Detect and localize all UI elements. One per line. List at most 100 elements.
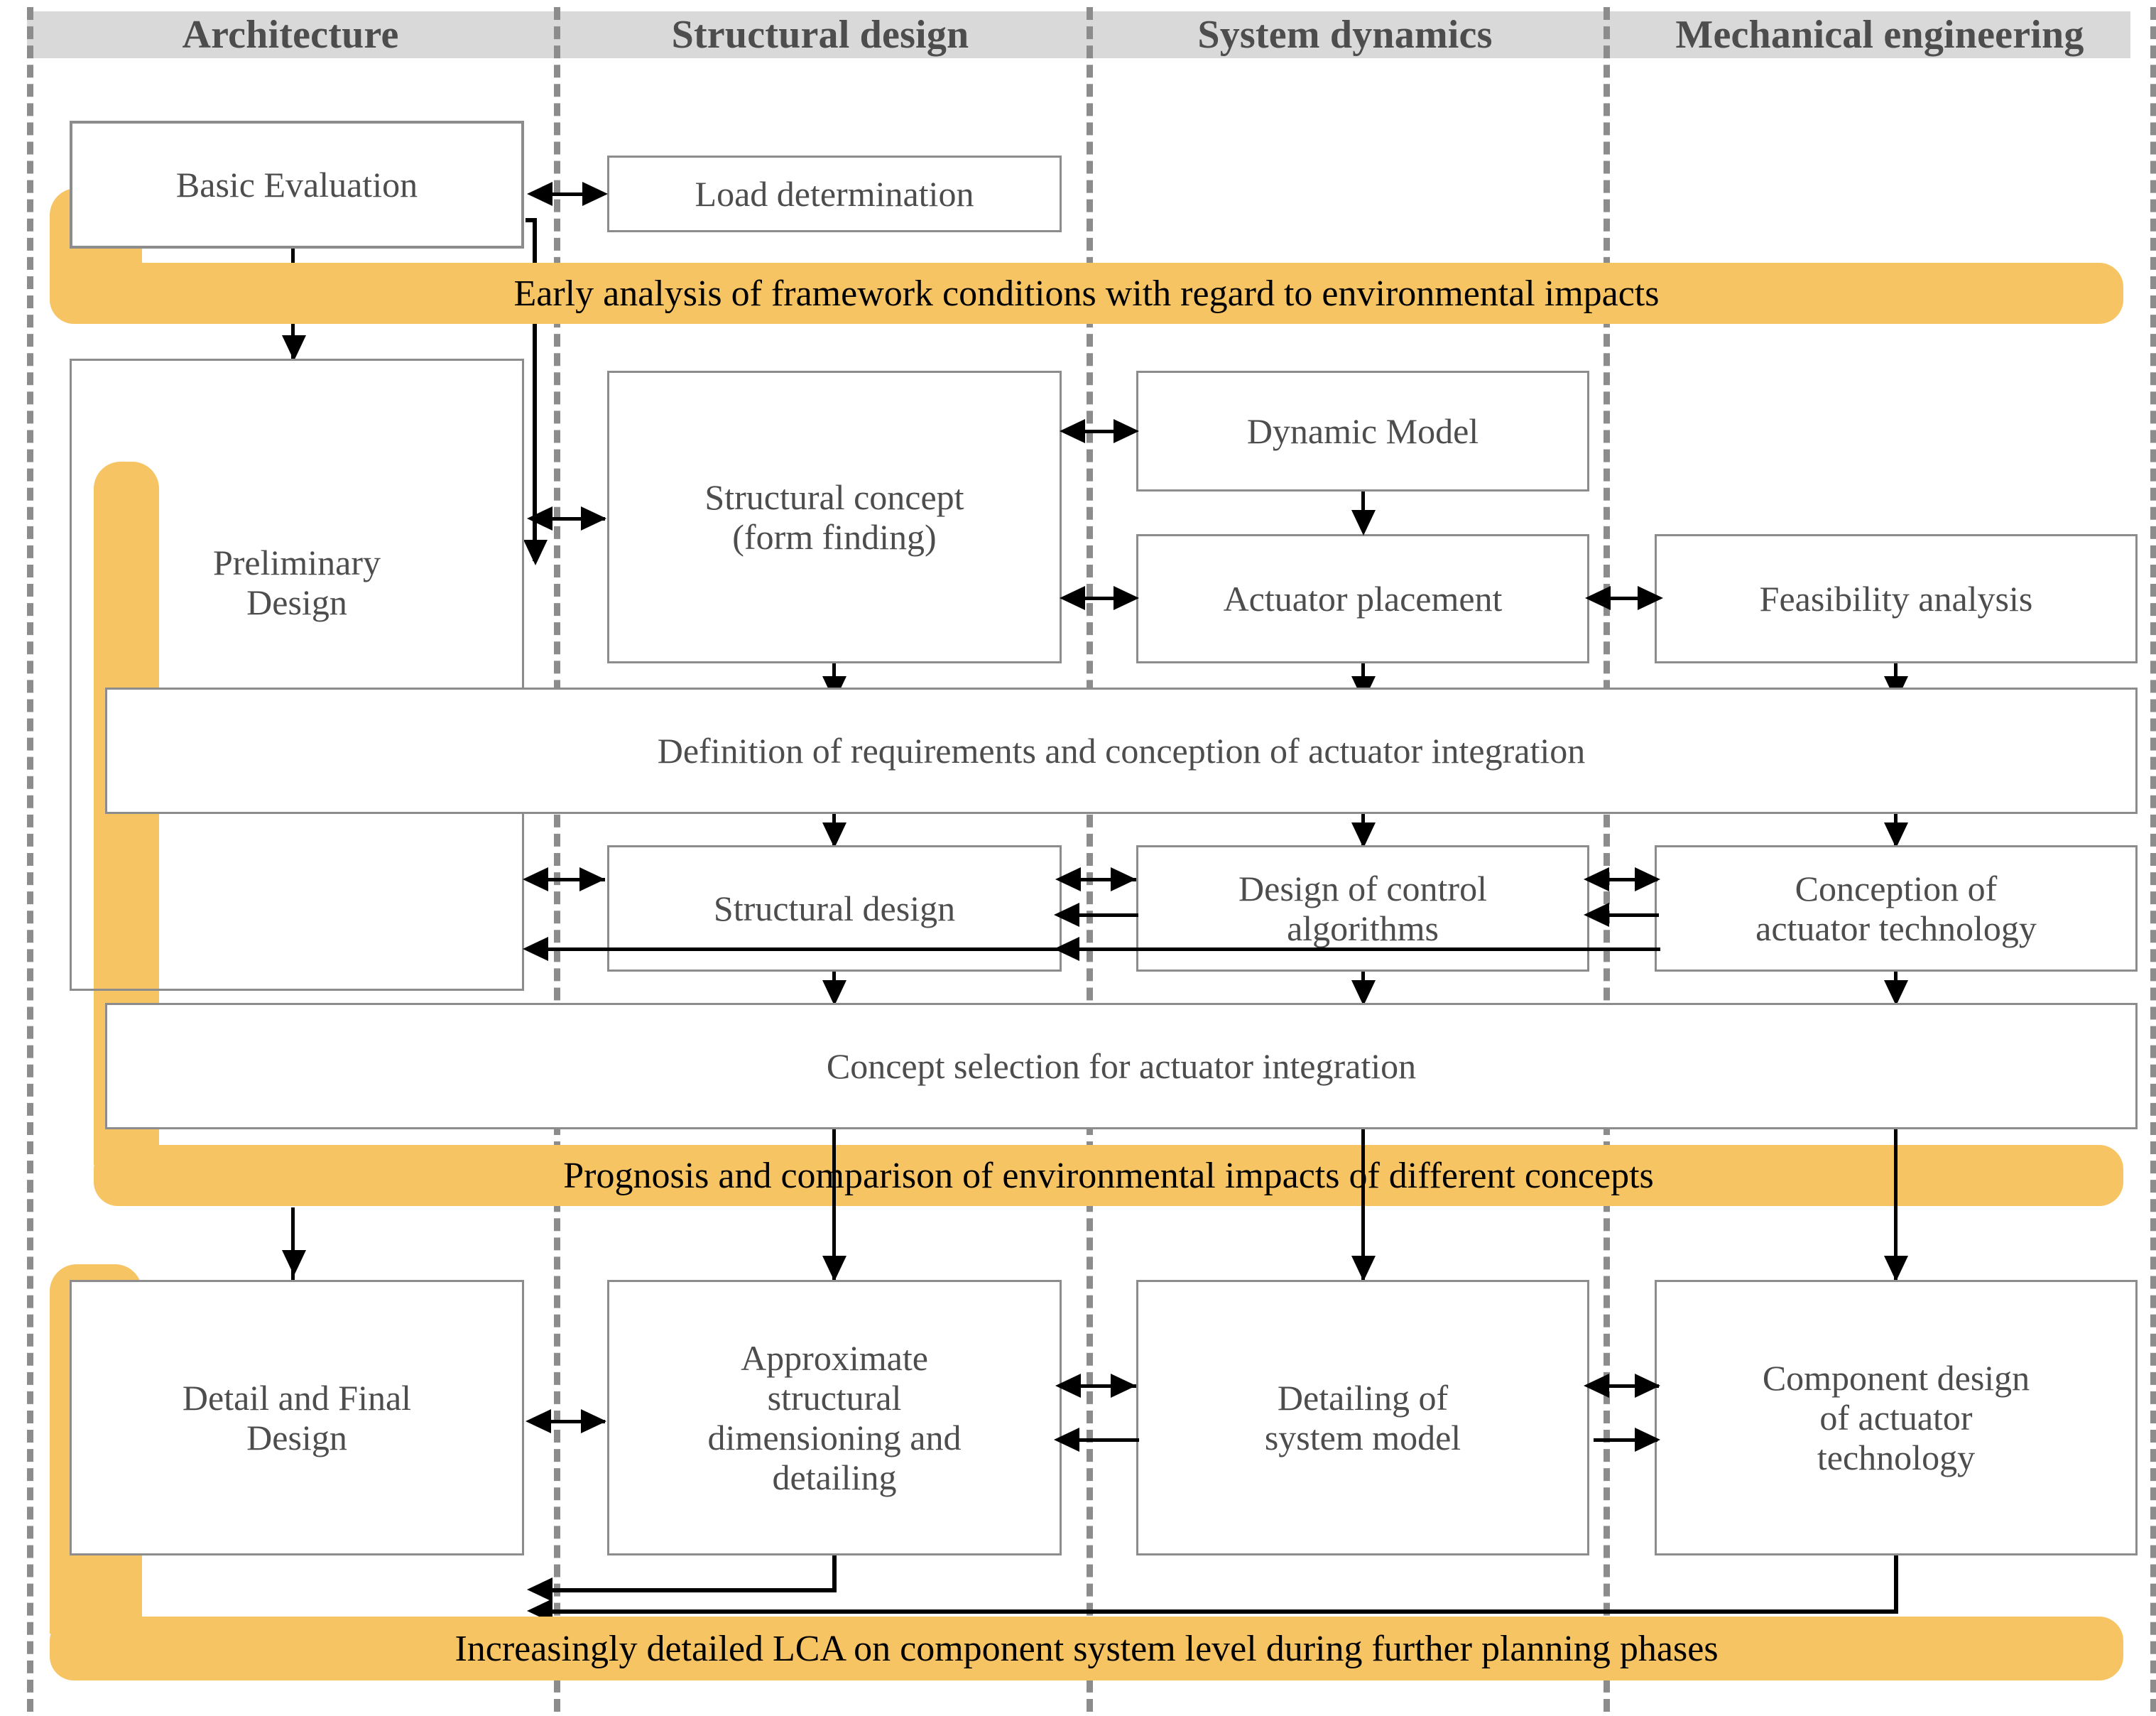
box-structural-design[interactable]: Structural design: [607, 845, 1062, 972]
box-detailing-of-system-model-label: Detailing of system model: [1264, 1378, 1461, 1457]
arrowhead-concept-sel-from-cat: [1884, 980, 1908, 1006]
ribbon-prognosis-comparison-label: Prognosis and comparison of environmenta…: [563, 1155, 1654, 1196]
box-component-design-of-actuator-technology-label: Component design of actuator technology: [1762, 1358, 2030, 1477]
arrowhead-sd-mid-left: [1054, 903, 1079, 927]
column-header-architecture: Architecture: [27, 6, 554, 64]
arrowhead-component-mid-right: [1635, 1428, 1660, 1452]
arrowhead-load-det-right: [582, 182, 608, 206]
swimlane-divider-left: [27, 7, 33, 1712]
connector-detail-to-approx: [537, 1420, 605, 1423]
box-actuator-placement-label: Actuator placement: [1223, 579, 1503, 619]
connector-concept-to-dynamic: [1071, 430, 1135, 433]
box-feasibility-analysis[interactable]: Feasibility analysis: [1655, 534, 2138, 663]
arrowhead-approx-detailing-left: [1055, 1374, 1081, 1398]
box-dynamic-model-label: Dynamic Model: [1246, 411, 1479, 451]
arrowhead-actuator-right: [1114, 586, 1139, 610]
box-definition-of-requirements[interactable]: Definition of requirements and conceptio…: [105, 688, 2138, 814]
arrowhead-concept-sel-from-sd: [822, 980, 846, 1006]
arrowhead-dynamic-right: [1114, 419, 1139, 443]
connector-prelim-to-concept: [537, 517, 605, 521]
connector-detailing-component-mid: [1594, 1438, 1657, 1442]
arrowhead-concept-sel-from-ca: [1351, 980, 1376, 1006]
column-header-band: [27, 11, 2130, 58]
arrowhead-prelim-left: [527, 506, 552, 531]
arrowhead-sd-lane-right: [579, 867, 605, 891]
connector-ca-to-sd-mid: [1064, 913, 1138, 917]
column-header-structural-design-label: Structural design: [671, 13, 969, 57]
swimlane-divider-2: [1087, 7, 1093, 1712]
connector-ca-long-left: [534, 947, 1139, 951]
arrowhead-ca-cat-right: [1635, 867, 1660, 891]
box-structural-design-label: Structural design: [713, 889, 956, 928]
connector-detailing-to-component: [1594, 1384, 1659, 1388]
connector-ca-to-cat-top: [1594, 878, 1657, 881]
box-detailing-of-system-model[interactable]: Detailing of system model: [1136, 1280, 1589, 1555]
arrowhead-concept-right: [581, 506, 606, 531]
connector-concept-down: [832, 663, 836, 685]
arrowhead-feasibility-right: [1638, 586, 1663, 610]
box-component-design-of-actuator-technology[interactable]: Component design of actuator technology: [1655, 1280, 2138, 1555]
connector-cs-down-dsm: [1361, 1129, 1365, 1293]
arrowhead-detail-approx-left: [526, 1409, 551, 1433]
arrowhead-long-left-2: [1054, 937, 1079, 961]
connector-feedback1-horizontal: [541, 1588, 837, 1592]
connector-feedback2-vertical: [1894, 1555, 1898, 1612]
box-preliminary-design[interactable]: Preliminary Design: [70, 359, 524, 991]
box-definition-of-requirements-label: Definition of requirements and conceptio…: [657, 731, 1586, 771]
column-header-structural-design: Structural design: [554, 6, 1087, 64]
connector-feasibility-down: [1894, 663, 1898, 685]
column-header-mechanical-engineering-label: Mechanical engineering: [1675, 13, 2084, 57]
box-conception-of-actuator-technology-label: Conception of actuator technology: [1755, 869, 2037, 948]
box-load-determination-label: Load determination: [695, 174, 974, 214]
ribbon-increasingly-detailed-lca: Increasingly detailed LCA on component s…: [50, 1617, 2123, 1680]
box-approximate-structural-dimensioning[interactable]: Approximate structural dimensioning and …: [607, 1280, 1062, 1555]
arrowhead-approx-dim-top: [822, 1256, 846, 1281]
connector-elbow-vertical: [533, 218, 537, 261]
connector-elbow-long-down: [533, 256, 537, 561]
box-dynamic-model[interactable]: Dynamic Model: [1136, 371, 1589, 492]
connector-cat-to-ca-mid: [1594, 913, 1659, 917]
arrowhead-long-left-1: [523, 937, 548, 961]
connector-dynamic-down: [1361, 492, 1365, 517]
box-detail-and-final-design[interactable]: Detail and Final Design: [70, 1280, 524, 1555]
connector-cs-down-cda: [1894, 1129, 1898, 1293]
swimlane-divider-1: [554, 7, 560, 1712]
ribbon-early-analysis-label: Early analysis of framework conditions w…: [513, 273, 1660, 314]
box-design-of-control-algorithms[interactable]: Design of control algorithms: [1136, 845, 1589, 972]
arrowhead-component-design-top: [1884, 1256, 1908, 1281]
connector-cs-down-asd: [832, 1129, 836, 1293]
swimlane-divider-right: [2150, 7, 2156, 1712]
arrowhead-basic-eval-left: [527, 182, 552, 206]
arrowhead-sd-lane-left: [523, 867, 548, 891]
box-conception-of-actuator-technology[interactable]: Conception of actuator technology: [1655, 845, 2138, 972]
arrowhead-actuator-feas-left: [1585, 586, 1611, 610]
box-load-determination[interactable]: Load determination: [607, 156, 1062, 232]
connector-elbow-horizontal: [526, 218, 537, 222]
arrowhead-sd-ca-left: [1055, 867, 1081, 891]
connector-feedback1-vertical: [832, 1555, 837, 1591]
arrowhead-elbow-bottom: [523, 540, 548, 565]
connector-approx-to-detailing: [1065, 1384, 1136, 1388]
swimlane-divider-3: [1604, 7, 1610, 1712]
box-detail-and-final-design-label: Detail and Final Design: [182, 1378, 412, 1457]
box-concept-selection[interactable]: Concept selection for actuator integrati…: [105, 1003, 2138, 1129]
connector-lane-sd-left: [534, 878, 605, 881]
box-preliminary-design-label: Preliminary Design: [212, 543, 381, 622]
arrowhead-concept-actuator-left: [1060, 586, 1085, 610]
ribbon-increasingly-detailed-lca-label: Increasingly detailed LCA on component s…: [454, 1628, 1719, 1669]
box-approximate-structural-dimensioning-label: Approximate structural dimensioning and …: [707, 1338, 962, 1497]
arrowhead-detail-approx-right: [581, 1409, 606, 1433]
arrowhead-actuator-top: [1351, 510, 1376, 536]
arrowhead-ca-cat-left: [1584, 867, 1609, 891]
box-actuator-placement[interactable]: Actuator placement: [1136, 534, 1589, 663]
box-basic-evaluation-label: Basic Evaluation: [175, 165, 418, 205]
connector-actuator-to-feasibility: [1596, 597, 1659, 600]
arrowhead-preliminary-design-top: [282, 335, 306, 361]
box-structural-concept[interactable]: Structural concept (form finding): [607, 371, 1062, 663]
arrowhead-approx-detailing-right: [1111, 1374, 1136, 1398]
box-structural-concept-label: Structural concept (form finding): [704, 477, 964, 557]
box-basic-evaluation[interactable]: Basic Evaluation: [70, 121, 524, 249]
column-header-system-dynamics-label: System dynamics: [1197, 13, 1493, 57]
ribbon-early-analysis: Early analysis of framework conditions w…: [50, 263, 2123, 324]
